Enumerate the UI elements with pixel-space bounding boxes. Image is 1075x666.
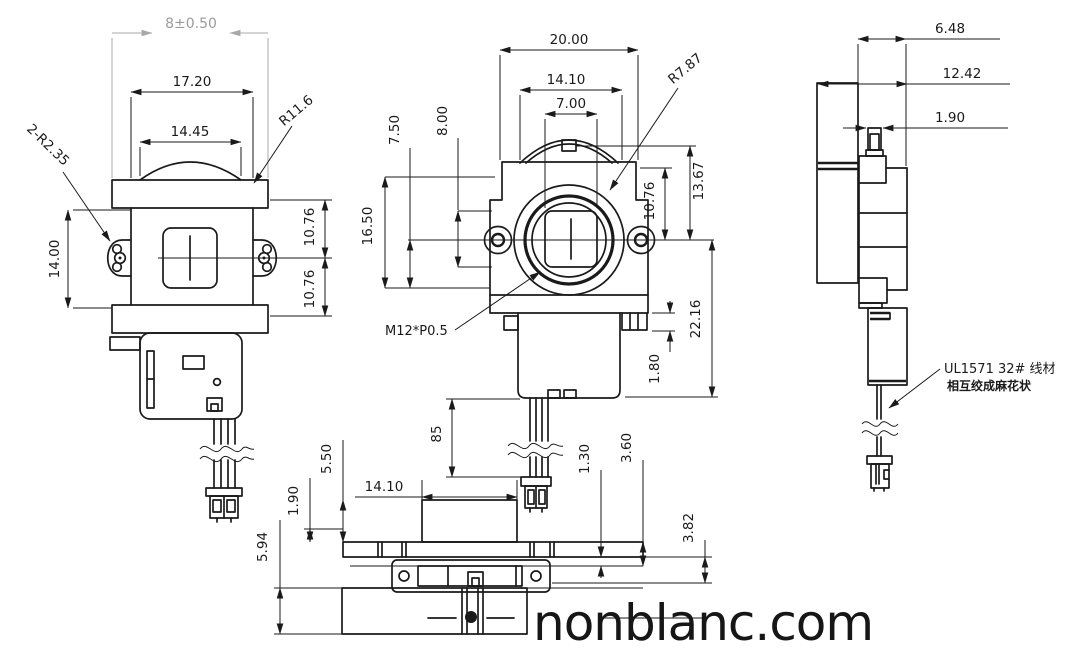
dim-sensor-width: 7.00 xyxy=(544,96,598,208)
dim-3-82-label: 3.82 xyxy=(681,513,697,543)
dim-3-60: 3.60 xyxy=(619,433,647,567)
dim-body-height: 14.00 xyxy=(47,209,131,309)
dim-5-50: 5.50 xyxy=(319,440,347,543)
dim-1-30-label: 1.30 xyxy=(577,444,593,474)
dim-stub-width-label: 1.90 xyxy=(935,110,965,126)
connector-housing xyxy=(503,312,648,399)
dim-5-94-label: 5.94 xyxy=(255,532,271,562)
dim-ear-radius-label: 2-R2.35 xyxy=(23,121,72,169)
dim-ear-radius: 2-R2.35 xyxy=(23,121,111,242)
dim-ref-width-label: 8±0.50 xyxy=(165,16,217,32)
dim-pin-length: 1.80 xyxy=(647,301,675,384)
dim-thread-note: M12*P0.5 xyxy=(385,271,541,339)
module-body-outline xyxy=(107,207,277,334)
dim-5-50-label: 5.50 xyxy=(319,444,335,474)
dim-lens-width: 14.45 xyxy=(139,124,242,176)
dim-body-height-label: 14.00 xyxy=(47,240,63,279)
dim-upper-half: 10.76 xyxy=(270,199,332,259)
dim-width-bottom-label: 14.10 xyxy=(365,479,404,495)
dim-12-42-label: 12.42 xyxy=(943,66,982,82)
sensor-window-center xyxy=(408,210,714,268)
dim-top-height-label: 13.67 xyxy=(691,162,707,201)
dim-7-50: 7.50 xyxy=(387,115,414,289)
dim-top-height: 13.67 xyxy=(576,145,707,241)
sensor-window xyxy=(158,227,332,289)
dim-1-30: 1.30 xyxy=(577,444,605,578)
watermark: nonblanc.com xyxy=(533,594,873,652)
dim-holder-radius-label: R7.87 xyxy=(665,50,706,88)
dim-upper-half-center-label: 10.76 xyxy=(642,182,658,221)
wire-note-line2: 相互绞成麻花状 xyxy=(947,378,1032,393)
dim-total-height-label: 22.16 xyxy=(688,300,704,339)
lens-cap-outline xyxy=(111,161,269,209)
dim-ref-width: 8±0.50 xyxy=(111,16,269,178)
dim-7-50-label: 7.50 xyxy=(387,115,403,145)
dim-wire-length: 85 xyxy=(429,398,521,478)
dim-lower-half-label: 10.76 xyxy=(302,270,318,309)
wire-note: UL1571 32# 线材 相互绞成麻花状 xyxy=(888,362,1056,409)
pcb-body xyxy=(109,332,243,420)
dim-body-width: 20.00 xyxy=(499,32,639,160)
connector-2pin xyxy=(205,487,243,523)
mount-ear-bosses xyxy=(483,225,656,255)
dim-8-00: 8.00 xyxy=(435,106,492,268)
bottom-view: 5.50 1.90 5.94 14.10 1.30 3.60 xyxy=(255,433,712,635)
dim-stub-width: 1.90 xyxy=(843,110,1008,132)
dim-12-42: 12.42 xyxy=(817,66,1010,88)
front-view: 8±0.50 17.20 14.45 R11.6 2-R2.35 14.00 xyxy=(23,16,332,523)
thread-note-label: M12*P0.5 xyxy=(385,324,448,339)
dim-1-90-bottom-label: 1.90 xyxy=(286,486,302,516)
dim-6-48-label: 6.48 xyxy=(935,21,965,37)
dim-total-height: 22.16 xyxy=(625,239,718,398)
dim-6-48: 6.48 xyxy=(857,21,1000,166)
dim-cap-width-label: 17.20 xyxy=(173,74,212,90)
wire-single xyxy=(861,384,899,457)
dim-cap-radius-label: R11.6 xyxy=(276,92,317,130)
dim-1-90-bottom: 1.90 xyxy=(286,478,343,543)
dim-5-94: 5.94 xyxy=(255,520,342,635)
dim-pin-length-label: 1.80 xyxy=(647,354,663,384)
dim-upper-half-label: 10.76 xyxy=(302,208,318,247)
side-profile xyxy=(816,82,908,386)
connector-2pin-center xyxy=(520,476,552,513)
holder-body-outline xyxy=(489,139,649,314)
dim-body-width-label: 20.00 xyxy=(550,32,589,48)
dim-width-bottom: 14.10 xyxy=(355,479,518,501)
dim-upper-half-center: 10.76 xyxy=(640,167,672,241)
dim-lens-width-label: 14.45 xyxy=(171,124,210,140)
dim-holder-width: 14.10 xyxy=(519,72,623,160)
dim-lower-half: 10.76 xyxy=(270,257,332,317)
dim-3-82: 3.82 xyxy=(552,513,712,584)
dim-body-height-center: 16.50 xyxy=(360,176,495,289)
wire-bundle xyxy=(199,418,255,489)
dim-3-60-label: 3.60 xyxy=(619,433,635,463)
dim-cap-width: 17.20 xyxy=(130,74,254,178)
wire-bundle-center xyxy=(507,397,564,478)
right-view: 6.48 12.42 1.90 UL1571 32# 线材 相互绞成麻花状 xyxy=(816,21,1056,492)
connector-side xyxy=(866,455,893,492)
dim-8-00-label: 8.00 xyxy=(435,106,451,136)
dim-wire-length-label: 85 xyxy=(429,425,445,442)
dim-body-height-center-label: 16.50 xyxy=(360,207,376,246)
dim-sensor-width-label: 7.00 xyxy=(556,96,586,112)
center-view: 20.00 14.10 7.00 R7.87 7.50 8.00 xyxy=(360,32,718,513)
wire-note-line1: UL1571 32# 线材 xyxy=(944,362,1056,377)
dim-cap-radius: R11.6 xyxy=(253,92,317,184)
dim-holder-width-label: 14.10 xyxy=(547,72,586,88)
